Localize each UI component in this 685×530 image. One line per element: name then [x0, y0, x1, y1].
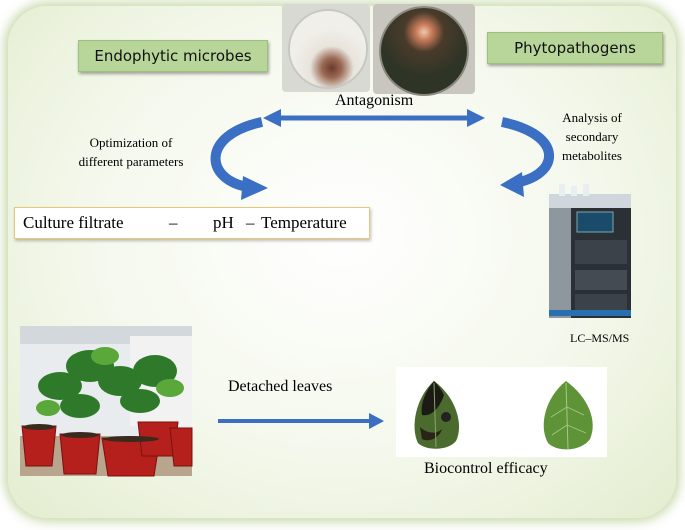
petri-dish-endophyte-icon [282, 4, 370, 92]
optimization-line2: different parameters [78, 154, 184, 169]
detached-leaves-image [414, 381, 593, 450]
diseased-leaf-icon [414, 381, 460, 449]
double-arrow-antagonism [263, 109, 485, 127]
analysis-line3: metabolites [562, 148, 622, 163]
petri-dish-pathogen-icon [373, 4, 475, 96]
antagonism-label: Antagonism [335, 92, 414, 109]
endophytic-microbes-label: Endophytic microbes [94, 47, 252, 65]
arrow-detached-leaves [218, 413, 384, 429]
analysis-label: Analysis of secondary metabolites [552, 108, 632, 165]
param-dash-1: – [169, 213, 178, 232]
endophytic-microbes-tag: Endophytic microbes [78, 40, 268, 72]
analysis-line1: Analysis of [562, 110, 622, 125]
phytopathogens-label: Phytopathogens [514, 39, 636, 57]
culture-filtrate-label: Culture filtrate [23, 213, 124, 232]
param-dash-2: – [246, 213, 255, 232]
biocontrol-efficacy-label: Biocontrol efficacy [424, 460, 548, 477]
curved-arrow-right [500, 117, 554, 197]
lcms-label: LC–MS/MS [570, 331, 630, 345]
detached-leaves-label: Detached leaves [228, 378, 333, 395]
ph-label: pH [213, 213, 234, 232]
temperature-label: Temperature [261, 213, 347, 232]
optimization-line1: Optimization of [89, 135, 173, 150]
analysis-line2: secondary [565, 129, 619, 144]
optimization-label: Optimization of different parameters [66, 133, 196, 171]
lcms-instrument-icon [549, 184, 631, 318]
potted-plants-icon [20, 326, 193, 477]
healthy-leaf-icon [543, 381, 593, 450]
parameters-box: Culture filtrate – pH – Temperature [14, 207, 370, 239]
curved-arrow-left [210, 117, 268, 200]
phytopathogens-tag: Phytopathogens [487, 32, 663, 64]
